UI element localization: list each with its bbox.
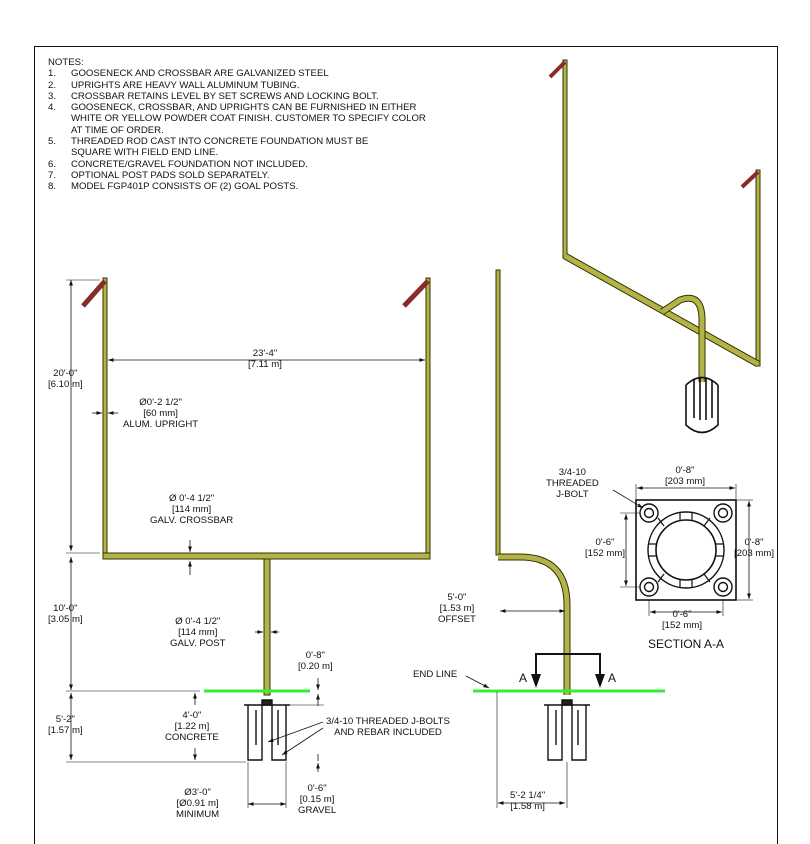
section-cut-line bbox=[535, 653, 601, 680]
note-item: 2.UPRIGHTS ARE HEAVY WALL ALUMINUM TUBIN… bbox=[48, 79, 300, 91]
section-marker-right: A bbox=[608, 671, 617, 685]
label-concrete: 4'-0"[1.22 m]CONCRETE bbox=[165, 710, 219, 743]
rebar-spokes bbox=[648, 512, 724, 588]
label-crossbar-dia: Ø 0'-4 1/2"[114 mm]GALV. CROSSBAR bbox=[150, 493, 234, 526]
iso-upright-front bbox=[755, 169, 761, 367]
label-crossbar-width: 23'-4"[7.11 m] bbox=[248, 348, 282, 370]
section-title: SECTION A-A bbox=[648, 637, 725, 651]
note-item: 6.CONCRETE/GRAVEL FOUNDATION NOT INCLUDE… bbox=[48, 158, 308, 170]
notes-heading: NOTES: bbox=[48, 57, 84, 68]
crossbar bbox=[102, 552, 431, 560]
label-upright-dia: Ø0'-2 1/2"[60 mm]ALUM. UPRIGHT bbox=[123, 397, 199, 430]
left-upright-pad bbox=[81, 279, 107, 308]
label-top-width: 0'-8"[203 mm] bbox=[665, 465, 705, 487]
sleeve-outer bbox=[647, 511, 725, 589]
note-item: 4.GOOSENECK, CROSSBAR, AND UPRIGHTS CAN … bbox=[48, 102, 426, 136]
side-view bbox=[465, 269, 665, 808]
label-bottom-spacing: 0'-6"[152 mm] bbox=[662, 609, 702, 631]
iso-foundation bbox=[685, 376, 719, 434]
label-right-height: 0'-8"[203 mm] bbox=[734, 537, 774, 559]
label-above-grade: 0'-8"[0.20 m] bbox=[298, 650, 333, 672]
iso-upright-back bbox=[562, 59, 568, 259]
jbolt-holes bbox=[639, 503, 733, 597]
note-item: 3.CROSSBAR RETAINS LEVEL BY SET SCREWS A… bbox=[48, 90, 379, 102]
label-post-dia: Ø 0'-4 1/2"[114 mm]GALV. POST bbox=[170, 616, 226, 649]
leader-jbolts bbox=[267, 721, 324, 743]
label-offset: 5'-0"[1.53 m]OFFSET bbox=[438, 592, 476, 625]
isometric-view bbox=[548, 59, 761, 434]
note-item: 1.GOOSENECK AND CROSSBAR ARE GALVANIZED … bbox=[48, 68, 329, 80]
side-upright bbox=[495, 269, 501, 556]
left-upright bbox=[102, 277, 108, 556]
label-base-offset: 5'-2 1/4"[1.58 m] bbox=[510, 790, 546, 812]
label-end-line: END LINE bbox=[413, 669, 458, 680]
leader-end-line bbox=[465, 675, 490, 689]
label-foundation-dia: Ø3'-0"[Ø0.91 m]MINIMUM bbox=[176, 787, 220, 820]
base-plate bbox=[635, 499, 737, 601]
foundation-sleeve-side bbox=[544, 699, 590, 761]
label-upright-height: 20'-0"[6.10 m] bbox=[48, 368, 83, 390]
section-a-a bbox=[612, 484, 753, 616]
label-gravel: 0'-6"[0.15 m]GRAVEL bbox=[298, 783, 337, 816]
label-left-spacing: 0'-6"[152 mm] bbox=[585, 537, 625, 559]
drawing-frame bbox=[34, 46, 778, 844]
note-item: 5.THREADED ROD CAST INTO CONCRETE FOUNDA… bbox=[48, 136, 369, 159]
leader-jbolt bbox=[612, 489, 644, 509]
foundation-sleeve-front bbox=[244, 699, 290, 761]
section-marker-left: A bbox=[519, 671, 528, 685]
post bbox=[263, 558, 271, 696]
notes-block: NOTES: 1.GOOSENECK AND CROSSBAR ARE GALV… bbox=[48, 57, 451, 193]
note-item: 7.OPTIONAL POST PADS SOLD SEPARATELY. bbox=[48, 169, 270, 181]
sleeve-inner bbox=[655, 519, 717, 581]
right-upright-pad bbox=[402, 279, 430, 308]
front-view bbox=[66, 277, 431, 808]
label-foundation-depth: 5'-2"[1.57 m] bbox=[48, 714, 83, 736]
right-upright bbox=[425, 277, 431, 556]
label-post-height: 10'-0"[3.05 m] bbox=[48, 603, 83, 625]
note-item: 8.MODEL FGP401P CONSISTS OF (2) GOAL POS… bbox=[48, 181, 299, 193]
